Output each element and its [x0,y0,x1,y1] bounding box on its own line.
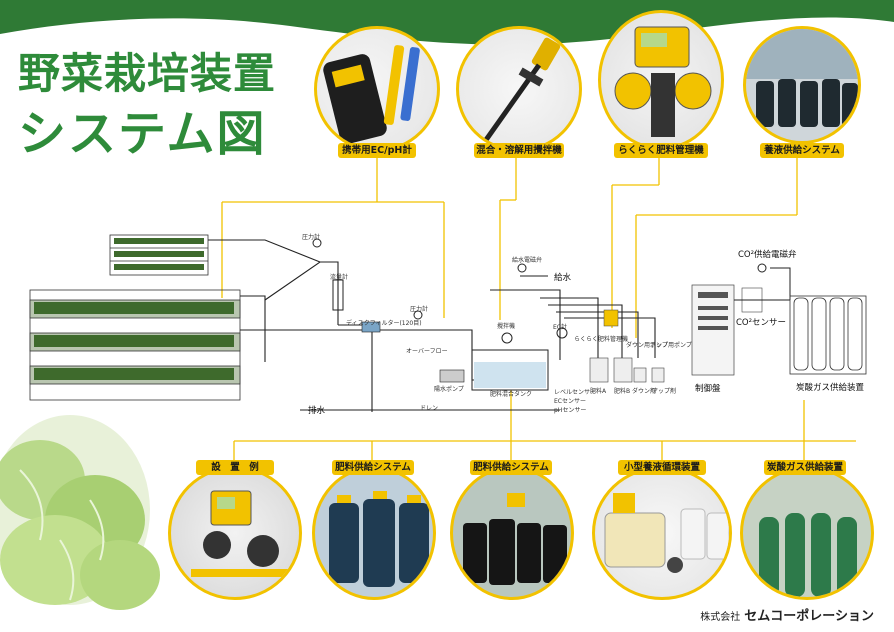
label-small-circulation: 小型養液循環装置 [618,460,706,475]
company-prefix: 株式会社 [700,612,741,623]
gas-cylinder-icon [759,513,857,597]
label-nutrient-system: 養液供給システム [760,143,844,158]
co2-sensor-label: CO²センサー [736,318,787,328]
company-name: 株式会社セムコーポレーション [700,605,874,624]
water-supply-label: 給水 [554,273,572,283]
ec-ph-meter-photo [314,26,440,152]
co2-solenoid-label: CO²供給電磁弁 [738,250,797,260]
label-ec-ph-meter: 携帯用EC/pH計 [338,143,416,158]
mixing-tank-label: 肥料混合タンク [490,391,533,398]
company-main: セムコーポレーション [744,609,874,624]
up-pump-label: アップ用ポンプ [650,342,692,349]
install-example-photo [168,466,302,600]
label-install-example: 設 置 例 [196,460,274,475]
up-agent-label: アップ剤 [652,388,677,395]
pressure-gauge-label: 圧力計 [302,234,321,241]
disc-filter-label: ディスクフィルター(120目) [346,320,422,327]
fertilizer-controller-icon [614,26,712,137]
fertilizer-supply-photo-2 [450,466,574,600]
page-title-line2: システム図 [18,106,267,162]
flowmeter-label: 流量計 [330,274,349,281]
stirrer-photo [456,26,582,152]
stirrer-label: 攪拌機 [497,323,516,330]
label-fertilizer-supply-1: 肥料供給システム [332,460,414,475]
label-stirrer: 混合・溶解用攪拌機 [474,143,564,158]
page-title-line1: 野菜栽培装置 [18,49,277,98]
ec-ph-meter-icon [323,45,420,144]
lettuce-icon [0,415,160,610]
drain-small-label: ドレン [420,405,439,412]
connector-lines [221,158,856,460]
fertilizer-tanks-icon [329,491,429,587]
fert-b-label: 肥料B [614,388,631,395]
fertilizer-tanks-icon-2 [463,493,567,585]
control-panel-label: 制御盤 [695,384,721,394]
label-co2-supply: 炭酸ガス供給装置 [764,460,846,475]
gas-cylinders [789,295,867,375]
down-pump-label: ダウン用ポンプ [626,342,668,349]
small-circulation-photo [592,466,732,600]
label-fertilizer-supply-2: 肥料供給システム [470,460,552,475]
co2-supply-photo [740,466,874,600]
grow-rack [29,234,241,401]
fertilizer-controller-photo [598,10,724,150]
stirrer-icon [478,37,561,149]
down-agent-label: ダウン剤 [632,388,657,395]
nutrient-system-photo [743,26,861,144]
label-fertilizer-controller: らくらく肥料管理機 [614,143,708,158]
ph-sensor-label: pHセンサー [554,407,587,414]
ec-sensor-label: ECセンサー [554,398,586,405]
pressure-gauge-2-label: 圧力計 [410,306,429,313]
fertilizer-supply-photo-1 [312,466,436,600]
fert-a-label: 肥料A [590,388,607,395]
level-sensor-label: レベルセンサー [554,389,597,396]
components [312,238,867,391]
overflow-label: オーバーフロー [406,348,448,355]
co2-supply-label: 炭酸ガス供給装置 [796,383,865,393]
solenoid-label: 給水電磁弁 [512,257,543,264]
water-pump-label: 陽水ポンプ [434,386,464,393]
circulation-unit-icon [604,493,729,573]
drain-label: 排水 [308,406,326,416]
install-example-icon [191,490,291,577]
ec-meter-label: EC計 [553,324,567,331]
rakuraku-label: らくらく肥料管理機 [574,336,629,343]
nutrient-system-icon [746,29,858,127]
